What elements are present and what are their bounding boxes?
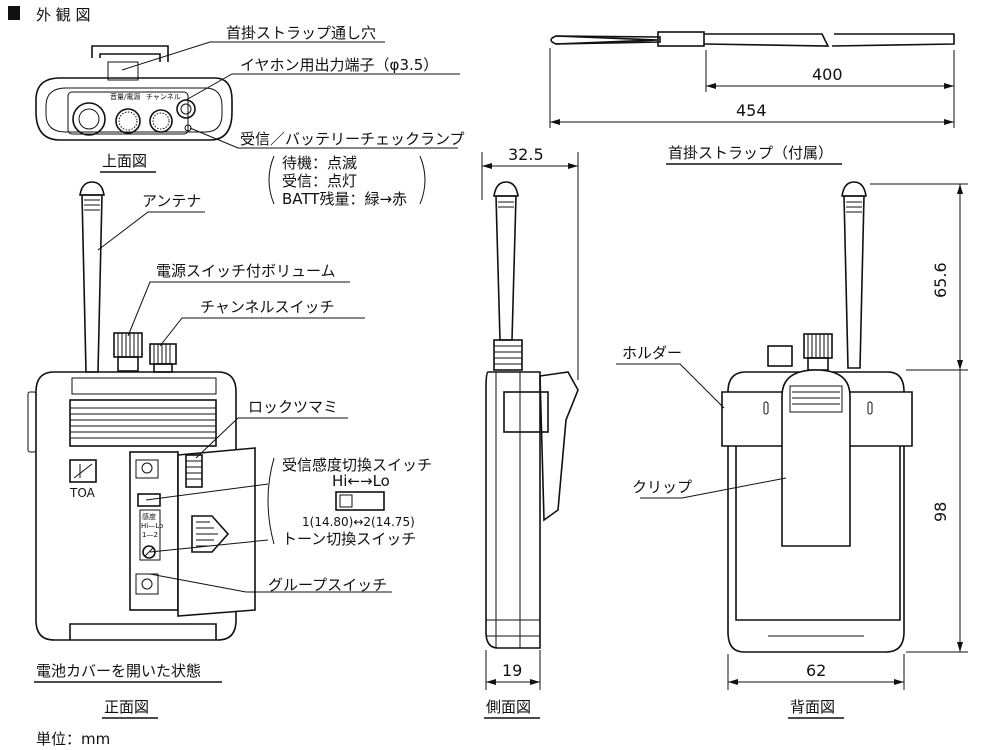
sensitivity-switch <box>137 493 161 507</box>
side-view-caption: 側面図 <box>486 698 531 716</box>
header: 外 観 図 <box>8 6 91 24</box>
top-view: 音量/電源 チャンネル 首掛ストラップ通し穴 イヤホン用出力端子（φ3.5） 受… <box>35 24 465 208</box>
side-antenna <box>495 195 517 341</box>
dim-back-body: 98 <box>931 502 950 522</box>
side-view: 32.5 19 側面図 <box>481 145 579 719</box>
battery-cover <box>177 447 256 617</box>
callout-strap-hole: 首掛ストラップ通し穴 <box>226 24 376 42</box>
unit-note: 単位：mm <box>36 730 110 748</box>
dim-back-antenna: 65.6 <box>931 262 950 298</box>
callout-sensitivity: 受信感度切換スイッチ <box>282 456 432 474</box>
callout-tone: トーン切換スイッチ <box>282 530 416 548</box>
toa-logo-icon <box>69 459 97 483</box>
side-clip <box>539 371 579 522</box>
callout-lamp: 受信／バッテリーチェックランプ <box>240 130 465 148</box>
strap-caption: 首掛ストラップ（付属） <box>668 144 833 162</box>
side-body <box>485 371 541 649</box>
strap-hole <box>107 61 139 81</box>
front-logo: TOA <box>69 486 96 500</box>
callout-sensitivity-sub: Hi←→Lo <box>332 472 390 490</box>
group-switch-dial <box>142 545 156 559</box>
lamp-state-battery: BATT残量：緑→赤 <box>282 190 407 208</box>
callout-channel: チャンネルスイッチ <box>200 298 335 316</box>
front-subcaption: 電池カバーを開いた状態 <box>36 662 201 680</box>
callout-group: グループスイッチ <box>268 576 387 594</box>
dim-side-width: 32.5 <box>508 145 544 164</box>
back-body <box>727 371 905 653</box>
callout-volume: 電源スイッチ付ボリューム <box>156 262 336 280</box>
top-body <box>35 77 233 141</box>
dim-side-depth: 19 <box>502 661 522 680</box>
lock-knob <box>185 454 203 488</box>
callout-earphone-jack: イヤホン用出力端子（φ3.5） <box>240 56 438 74</box>
top-volume-knob <box>72 102 106 136</box>
lamp-state-standby: 待機：点滅 <box>282 154 357 172</box>
svg-text:1—2: 1—2 <box>142 531 158 539</box>
callout-holder: ホルダー <box>622 344 682 362</box>
dim-strap-inner: 400 <box>812 65 843 84</box>
svg-text:チャンネル: チャンネル <box>146 93 181 101</box>
sensitivity-switch-diagram <box>335 491 385 511</box>
svg-text:感度: 感度 <box>142 512 156 521</box>
svg-text:音量/電源: 音量/電源 <box>110 92 140 101</box>
cover-arrow-icon <box>191 515 230 553</box>
lamp-state-receive: 受信：点灯 <box>282 172 357 190</box>
top-view-caption: 上面図 <box>102 152 147 170</box>
callout-antenna: アンテナ <box>142 192 201 210</box>
front-view: TOA 感度 Hi—Lo 1—2 アンテナ 電源スイッチ付ボリューム <box>27 181 432 719</box>
dim-strap-total: 454 <box>736 101 767 120</box>
callout-tone-values: 1(14.80)↔2(14.75) <box>302 515 415 529</box>
strap-view: 400 454 首掛ストラップ（付属） <box>549 31 955 165</box>
side-knob <box>493 339 523 371</box>
front-grille <box>69 399 217 447</box>
header-title: 外 観 図 <box>36 6 91 24</box>
front-view-caption: 正面図 <box>104 698 149 716</box>
front-body <box>35 371 237 641</box>
dim-back-width: 62 <box>806 661 826 680</box>
front-antenna <box>81 194 103 373</box>
header-mark-icon <box>8 6 20 20</box>
back-antenna <box>843 195 865 369</box>
top-channel-knob <box>115 108 141 134</box>
front-antenna-tip <box>79 181 105 196</box>
top-earphone-jack <box>176 99 196 119</box>
callout-clip: クリップ <box>632 478 692 496</box>
svg-text:Hi—Lo: Hi—Lo <box>141 522 163 530</box>
back-view: ホルダー クリップ 65.6 98 62 背面図 <box>616 181 968 719</box>
back-view-caption: 背面図 <box>790 698 835 716</box>
back-clip <box>781 369 851 547</box>
strap-buckle <box>657 31 705 47</box>
callout-lock: ロックツマミ <box>248 398 338 416</box>
